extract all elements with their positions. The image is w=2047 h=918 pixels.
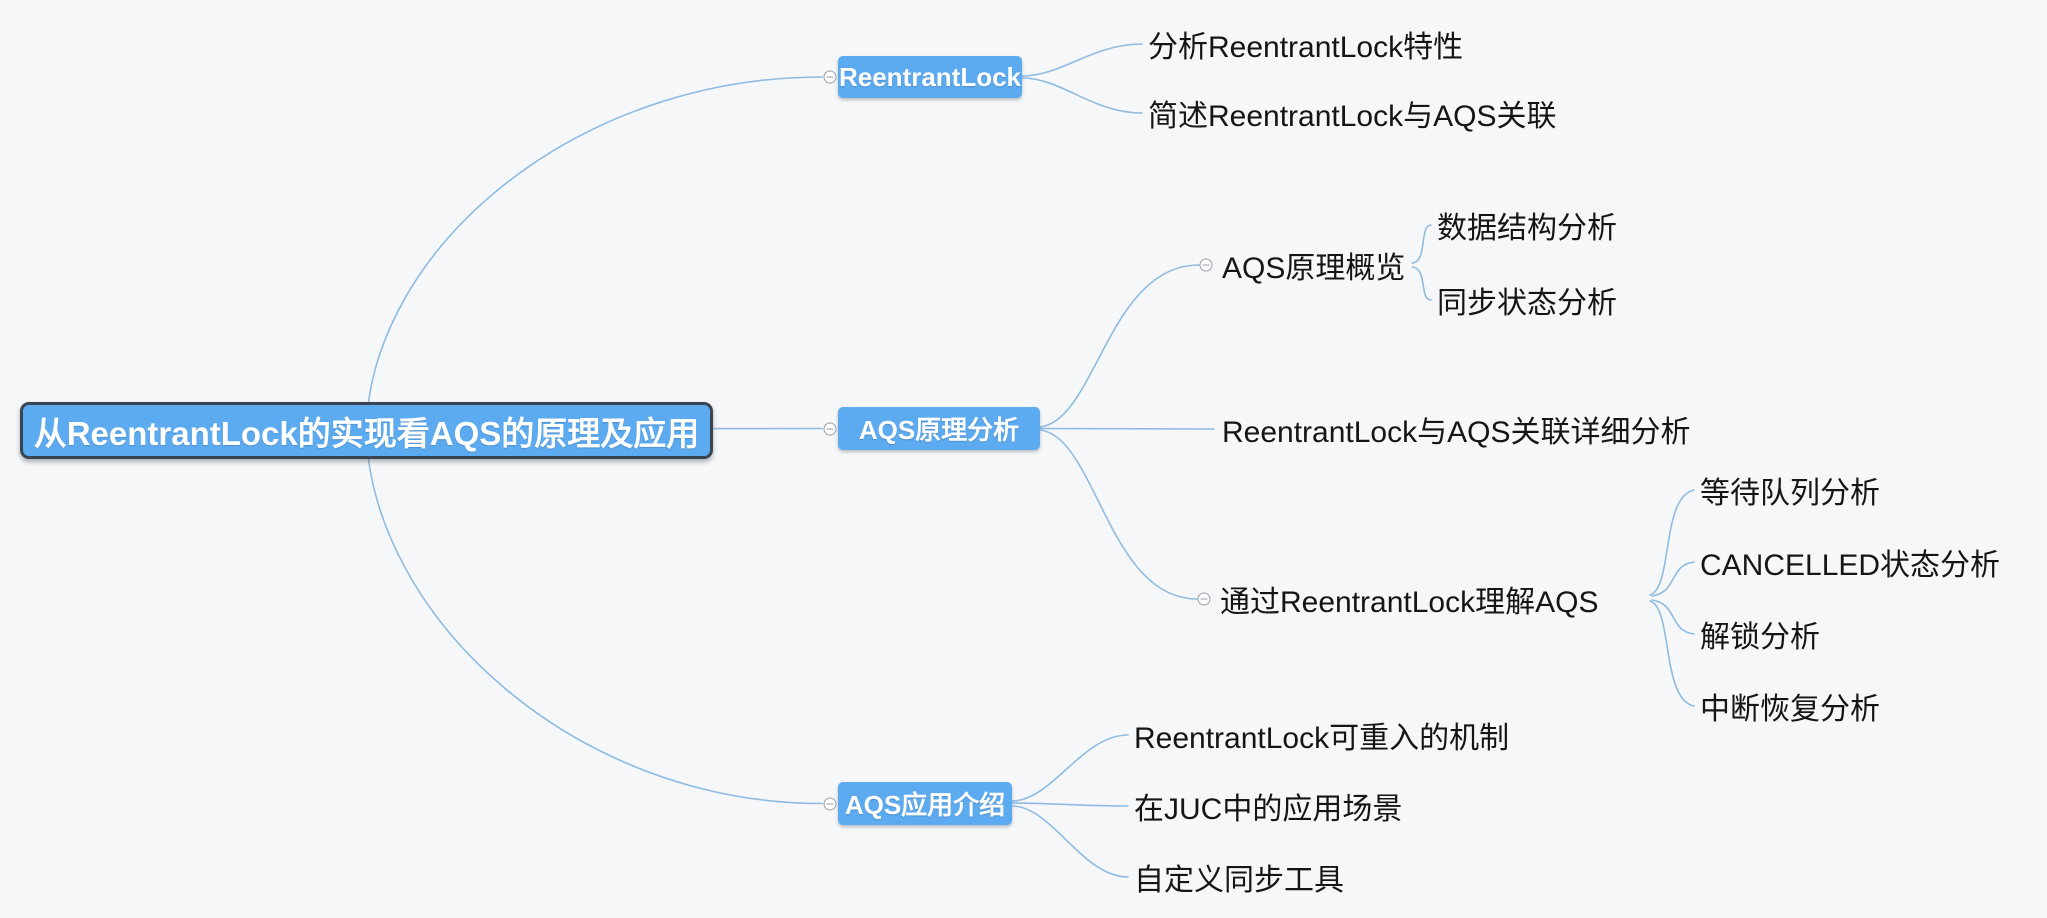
collapse-icon-reentrantlock[interactable]: [823, 70, 837, 84]
minus-line: [826, 428, 834, 429]
connector-application-to-juc: [1011, 802, 1129, 807]
topic-custom-sync-tools[interactable]: 自定义同步工具: [1134, 864, 1344, 897]
connector-understand-to-interrupt: [1649, 600, 1695, 707]
topic-aqs-overview[interactable]: AQS原理概览: [1222, 252, 1406, 285]
topic-data-structure-analysis[interactable]: 数据结构分析: [1437, 212, 1617, 245]
topic-cancelled-state-analysis[interactable]: CANCELLED状态分析: [1700, 549, 2001, 582]
topic-reentrant-mechanism[interactable]: ReentrantLock可重入的机制: [1134, 722, 1510, 755]
minus-line: [826, 76, 834, 78]
connector-overview-to-syncstate: [1411, 266, 1432, 301]
topic-analyze-reentrantlock-features[interactable]: 分析ReentrantLock特性: [1148, 31, 1464, 64]
collapse-icon-aqs-principle[interactable]: [823, 422, 837, 435]
connector-root-to-reentrantlock: [365, 76, 823, 431]
topic-aqs-application[interactable]: AQS应用介绍: [838, 782, 1012, 825]
connector-reentrantlock-to-analyze: [1021, 43, 1143, 77]
minus-line: [1200, 598, 1208, 600]
connector-principle-to-overview: [1039, 264, 1200, 428]
connector-understand-to-unlock: [1651, 599, 1695, 635]
topic-juc-application-scenarios[interactable]: 在JUC中的应用场景: [1134, 793, 1403, 826]
topic-brief-reentrantlock-aqs-relation[interactable]: 简述ReentrantLock与AQS关联: [1148, 100, 1557, 133]
topic-relation-detail-analysis[interactable]: ReentrantLock与AQS关联详细分析: [1222, 416, 1691, 449]
topic-sync-state-analysis[interactable]: 同步状态分析: [1437, 287, 1617, 320]
connector-principle-to-understand: [1039, 429, 1198, 600]
connector-principle-to-relation-detail: [1039, 427, 1215, 430]
collapse-icon-aqs-overview[interactable]: [1199, 258, 1213, 272]
topic-wait-queue-analysis[interactable]: 等待队列分析: [1700, 477, 1880, 510]
connector-application-to-reentrant-mechanism: [1011, 734, 1129, 802]
connector-understand-to-cancelled: [1651, 561, 1695, 597]
connector-overview-to-datastructure: [1411, 224, 1432, 264]
collapse-icon-aqs-application[interactable]: [823, 797, 837, 810]
collapse-icon-understand-aqs[interactable]: [1197, 592, 1211, 606]
topic-aqs-principle[interactable]: AQS原理分析: [838, 407, 1040, 450]
connector-reentrantlock-to-brief: [1021, 77, 1143, 114]
minus-line: [1202, 264, 1210, 266]
connector-root-to-aqs-application: [365, 429, 823, 805]
topic-understand-aqs-via-reentrantlock[interactable]: 通过ReentrantLock理解AQS: [1220, 586, 1599, 619]
connector-application-to-custom: [1011, 805, 1129, 878]
minus-line: [826, 803, 834, 804]
root-topic[interactable]: 从ReentrantLock的实现看AQS的原理及应用: [20, 402, 713, 459]
topic-reentrantlock[interactable]: ReentrantLock: [838, 56, 1022, 98]
connector-understand-to-waitqueue: [1649, 489, 1695, 596]
topic-unlock-analysis[interactable]: 解锁分析: [1700, 621, 1820, 654]
topic-interrupt-recovery-analysis[interactable]: 中断恢复分析: [1700, 693, 1880, 726]
